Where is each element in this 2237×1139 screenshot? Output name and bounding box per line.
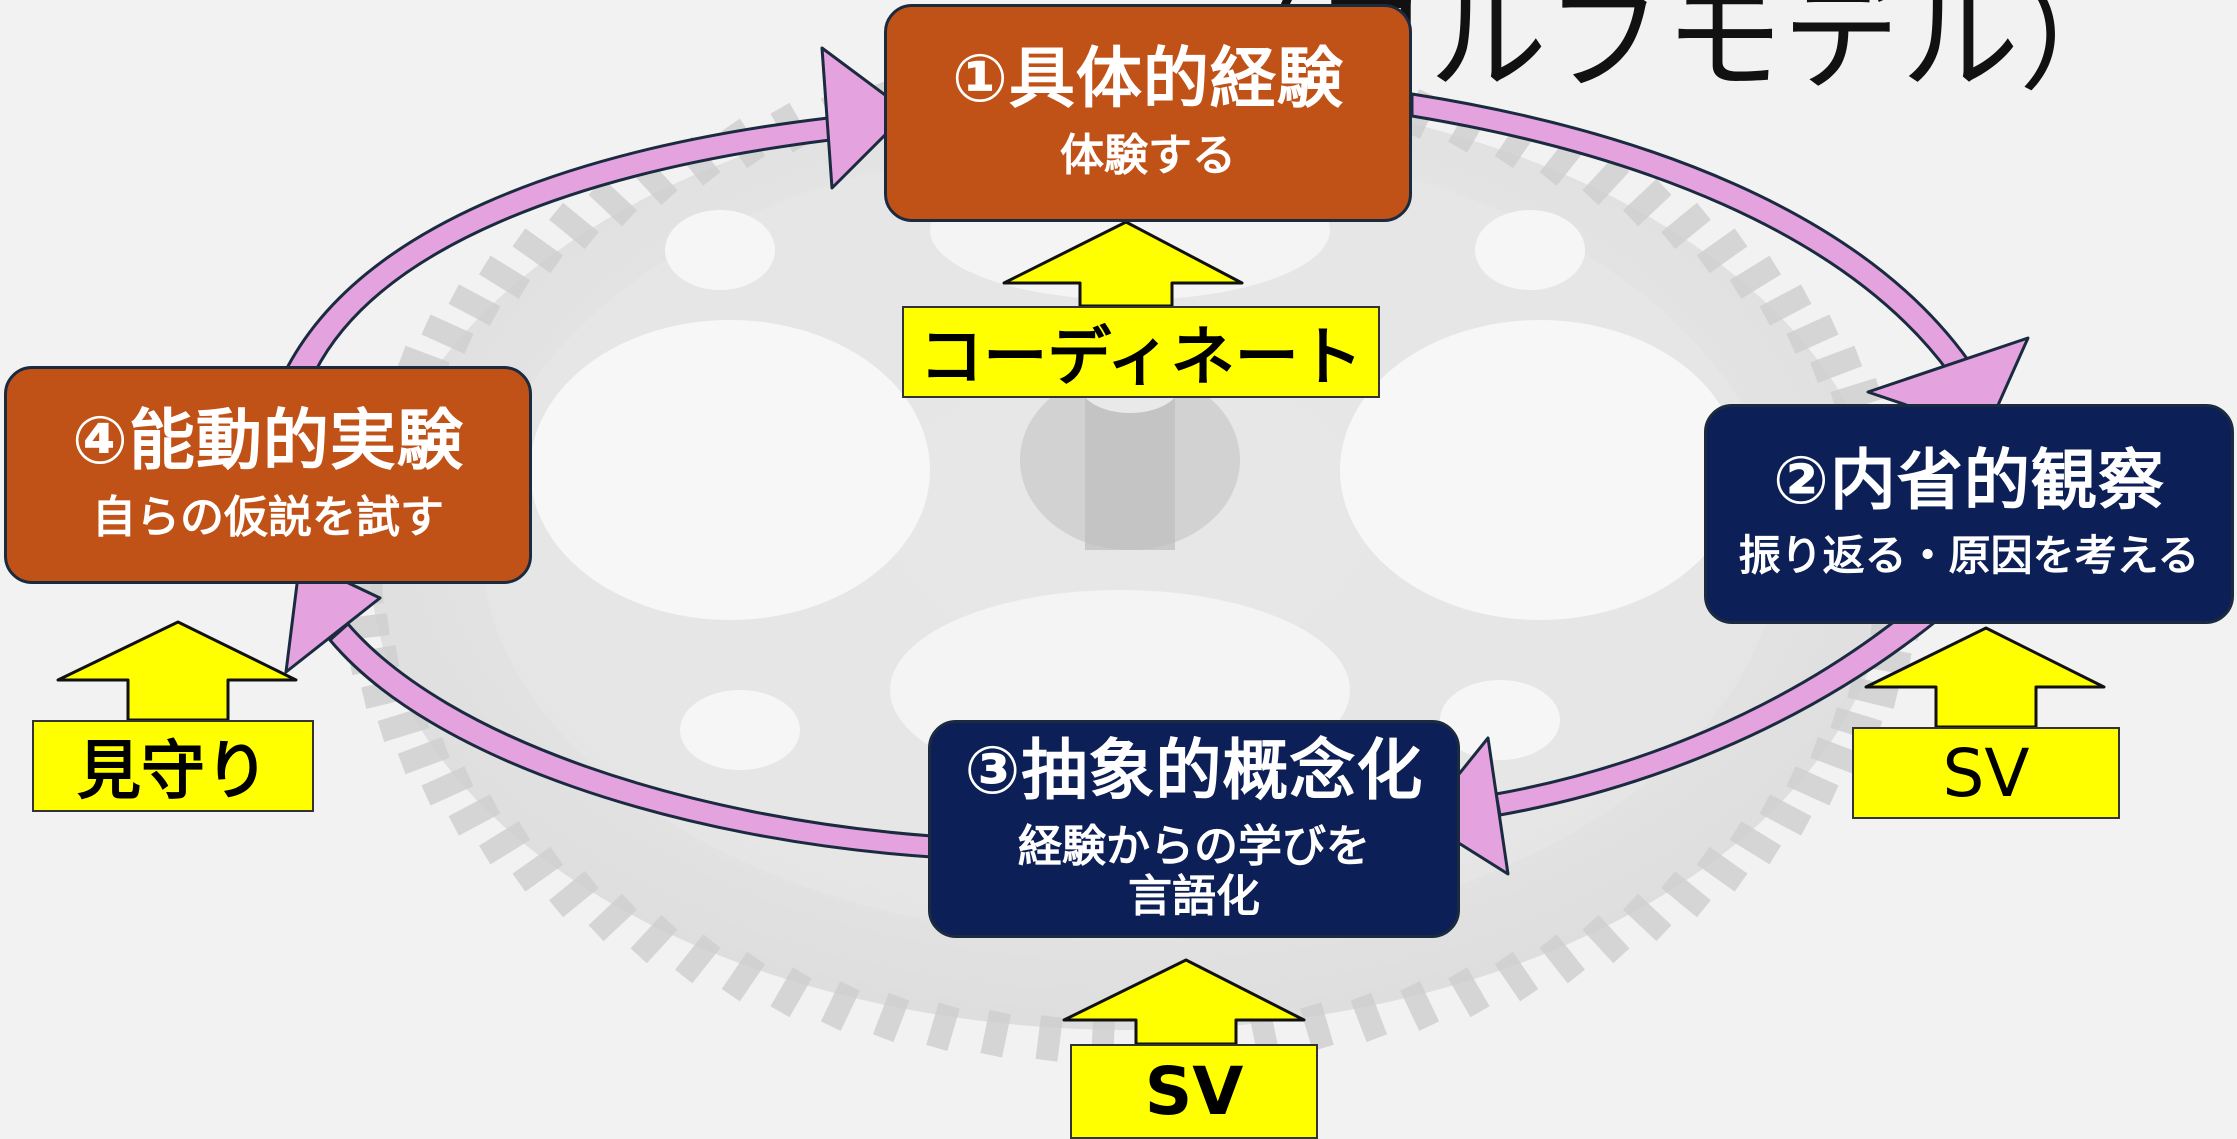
gear-tooth (630, 914, 678, 964)
gear-tooth (448, 794, 501, 836)
gear-tooth (1582, 156, 1630, 206)
gear-tooth (1300, 1002, 1334, 1052)
support-label-sv-stage3: SV (1070, 1044, 1318, 1139)
up-arrow-stage1-icon (1002, 220, 1244, 308)
gear-tooth (770, 967, 812, 1018)
gear-tooth (1729, 255, 1782, 299)
gear-tooth (1759, 284, 1812, 326)
gear-tooth (421, 766, 474, 806)
up-arrow-stage4-icon (56, 620, 298, 722)
gear-tooth (630, 156, 678, 206)
gear-tooth (1582, 914, 1630, 964)
gear-tooth (588, 178, 638, 227)
gear-tooth (1622, 178, 1672, 227)
gear-tooth (1696, 846, 1748, 892)
stage-3-box: ③抽象的概念化 経験からの学びを 言語化 (928, 720, 1460, 938)
stage-1-title: ①具体的経験 (952, 40, 1344, 118)
gear-tooth (1035, 1015, 1063, 1062)
gear-tooth (1810, 345, 1863, 384)
gear-tooth (377, 706, 430, 743)
gear-tooth (1400, 981, 1440, 1031)
gear-tooth (1696, 228, 1748, 274)
stage-2-title: ②内省的観察 (1773, 442, 2165, 520)
gear-tooth (1810, 736, 1863, 775)
gear-tooth (1786, 314, 1839, 354)
gear-tooth (588, 893, 638, 942)
gear-tooth (478, 821, 531, 865)
gear-tooth (872, 992, 910, 1043)
gear-tooth (512, 228, 564, 274)
stage-3-title: ③抽象的概念化 (964, 732, 1424, 810)
stage-4-title: ④能動的実験 (72, 402, 464, 480)
gear-tooth (1830, 377, 1883, 414)
stage-1-box: ①具体的経験 体験する (884, 4, 1412, 222)
gear-tooth (549, 871, 599, 918)
stage-1-subtitle: 体験する (1060, 129, 1236, 181)
gear-tooth (1622, 893, 1672, 942)
stage-4-subtitle: 自らの仮説を試す (92, 491, 444, 543)
stage-3-subtitle-line1: 経験からの学びを (1018, 820, 1370, 872)
gear-tooth (448, 284, 501, 326)
gear-tooth (820, 981, 860, 1031)
gear-tooth (1661, 202, 1711, 249)
gear-tooth (1729, 821, 1782, 865)
gear-tooth (512, 846, 564, 892)
gear-tooth (1248, 1009, 1280, 1058)
gear-tooth (421, 314, 474, 354)
gear-tooth (1847, 676, 1899, 709)
support-label-watch: 見守り (32, 720, 314, 812)
gear-tooth (1661, 871, 1711, 918)
stage-2-box: ②内省的観察 振り返る・原因を考える (1704, 404, 2234, 624)
gear-tooth (478, 255, 531, 299)
gear-tooth (926, 1002, 960, 1052)
gear-tooth (1494, 951, 1539, 1002)
up-arrow-stage3-icon (1062, 958, 1306, 1046)
gear-tooth (1759, 794, 1812, 836)
arrowhead-to-stage1 (820, 46, 910, 190)
gear-tooth (1448, 967, 1490, 1018)
gear-tooth (1350, 992, 1388, 1043)
gear-tooth (549, 202, 599, 249)
support-label-sv-stage2: SV (1852, 727, 2120, 819)
gear-tooth (1539, 934, 1585, 984)
gear-tooth (1539, 136, 1585, 186)
gear-tooth (339, 613, 390, 641)
support-label-coordinate: コーディネート (902, 306, 1380, 398)
gear-tooth (1786, 766, 1839, 806)
gear-tooth (980, 1009, 1012, 1058)
stage-3-subtitle: 経験からの学びを 言語化 (1018, 820, 1370, 923)
stage-3-subtitle-line2: 言語化 (1128, 871, 1260, 923)
gear-tooth (721, 951, 766, 1002)
up-arrow-stage2-icon (1864, 626, 2106, 729)
gear-tooth (397, 736, 450, 775)
stage-2-subtitle: 振り返る・原因を考える (1738, 531, 2200, 581)
gear-tooth (675, 934, 721, 984)
stage-4-box: ④能動的実験 自らの仮説を試す (4, 366, 532, 584)
